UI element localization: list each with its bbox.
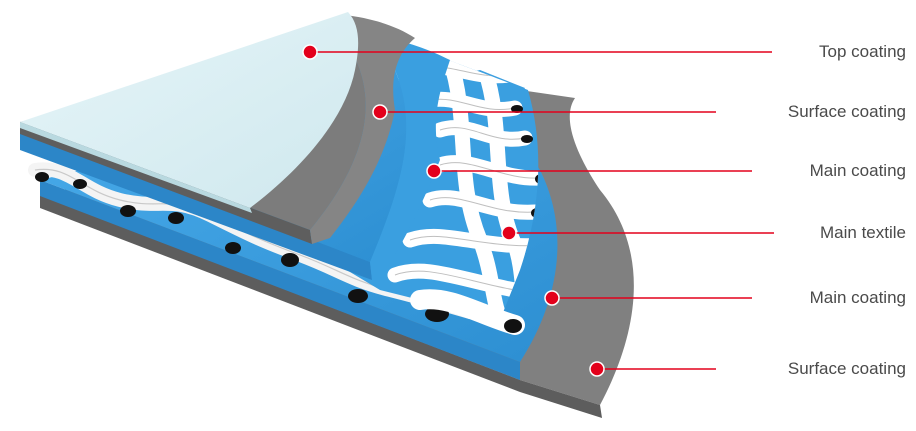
label-top-coating: Top coating — [819, 42, 906, 61]
red-dot-marker-icon — [501, 225, 517, 241]
red-dot-marker-icon — [302, 44, 318, 60]
label-surface-coating-upper: Surface coating — [787, 102, 906, 121]
top-coating-layer — [20, 12, 359, 213]
red-dot-marker-icon — [372, 104, 388, 120]
leader-lines — [310, 51, 774, 370]
red-dot-marker-icon — [426, 163, 442, 179]
red-dot-marker-icon — [544, 290, 560, 306]
label-surface-coating-lower: Surface coating — [787, 359, 906, 378]
red-dot-marker-icon — [589, 361, 605, 377]
label-main-coating-lower: Main coating — [809, 288, 906, 307]
label-main-textile: Main textile — [820, 223, 906, 242]
marker-dots — [302, 44, 605, 377]
label-main-coating-upper: Main coating — [809, 161, 906, 180]
